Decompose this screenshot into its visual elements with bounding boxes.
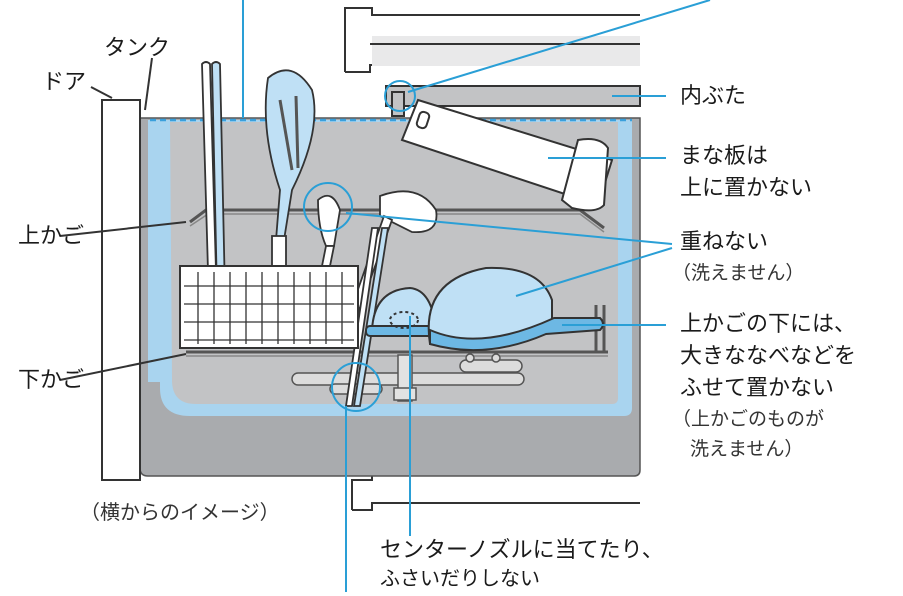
callout-circles [303,80,416,412]
lower-basket-rail [186,305,608,357]
upper-under-label-line2: 大きななべなどを [680,344,857,369]
inner-lid-label: 内ぶた [680,84,747,109]
pots [365,266,604,352]
cutlery-basket [179,265,359,349]
leader-lines [59,0,711,592]
cabinet-bottom [351,471,640,511]
cabinet-top [344,7,640,73]
no-stack-note: （洗えません） [672,262,805,284]
upper-under-label-line3: ふせて置かない [680,376,835,401]
nozzle-label-line1: センターノズルに当てたり、 [380,538,664,563]
cutting-board-label-line1: まな板は [680,144,769,169]
lower-basket-label: 下かご [18,368,85,393]
cutting-board [400,98,614,212]
cutting-board-label-line2: 上に置かない [680,176,813,201]
tank-label: タンク [104,36,171,61]
no-stack-label: 重ねない [680,230,769,255]
upper-under-note-line2: 洗えません） [690,438,804,460]
nozzle-label-line2: ふさいだりしない [380,566,540,590]
upper-under-note-line1: （上かごのものが [672,408,825,430]
door-panel [101,99,141,481]
caption-label: （横からのイメージ） [80,500,280,524]
door-label: ドア [42,70,87,95]
upper-basket-label: 上かご [18,224,85,249]
upper-under-label-line1: 上かごの下には、 [680,312,857,337]
